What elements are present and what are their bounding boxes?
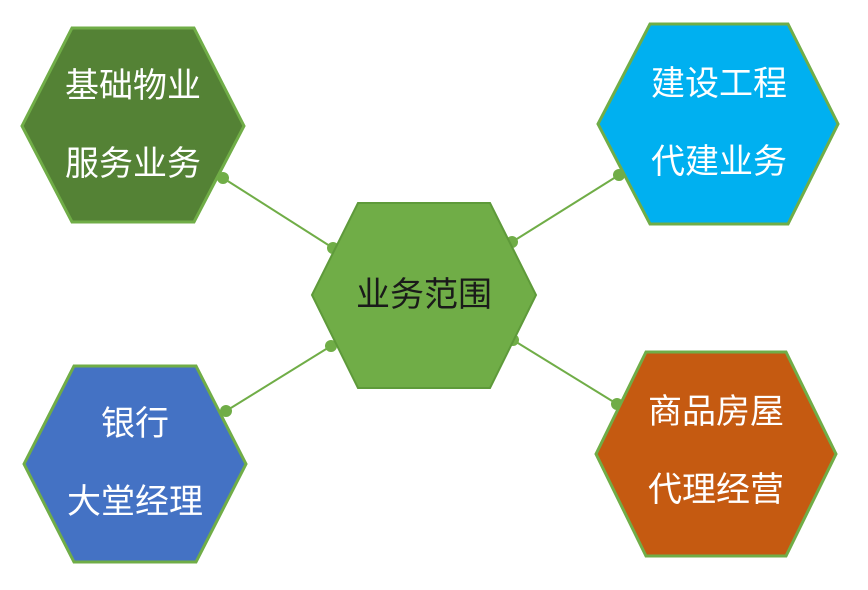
connectors	[217, 169, 625, 417]
connector-bottom-left	[225, 345, 332, 412]
hexagon-bottom-right-line-1: 商品房屋	[648, 392, 784, 432]
hexagon-center-label: 业务范围	[356, 275, 492, 315]
hexagon-bottom-right-line-2: 代理经营	[648, 470, 784, 510]
hexagon-bottom-left-line-1: 银行	[101, 404, 169, 444]
hexagon-top-left-shape	[20, 26, 246, 224]
hexagon-bottom-left: 银行 大堂经理	[22, 364, 248, 564]
hexagon-center-shape	[310, 202, 538, 389]
hexagon-top-right: 建设工程 代建业务	[596, 22, 840, 226]
hexagon-center: 业务范围	[310, 202, 538, 389]
hexagon-top-right-line-1: 建设工程	[651, 64, 787, 104]
hexagon-top-right-line-2: 代建业务	[651, 142, 787, 182]
connector-dot-bottom-left-inner	[325, 340, 337, 352]
hexagon-top-left-line-2: 服务业务	[65, 144, 201, 184]
hexagon-top-left-line-1: 基础物业	[65, 66, 201, 106]
connector-bottom-right	[512, 339, 618, 405]
hexagon-top-right-shape	[596, 22, 840, 226]
connector-top-left	[222, 177, 334, 249]
connector-dot-bottom-left-outer	[220, 405, 232, 417]
hexagon-bottom-right-shape	[594, 350, 838, 558]
connector-top-right	[511, 174, 620, 243]
hexagon-bottom-right: 商品房屋 代理经营	[594, 350, 838, 558]
hexagon-bottom-left-shape	[22, 364, 248, 564]
hexagon-bottom-left-line-2: 大堂经理	[67, 482, 203, 522]
hexagon-top-left: 基础物业 服务业务	[20, 26, 246, 224]
